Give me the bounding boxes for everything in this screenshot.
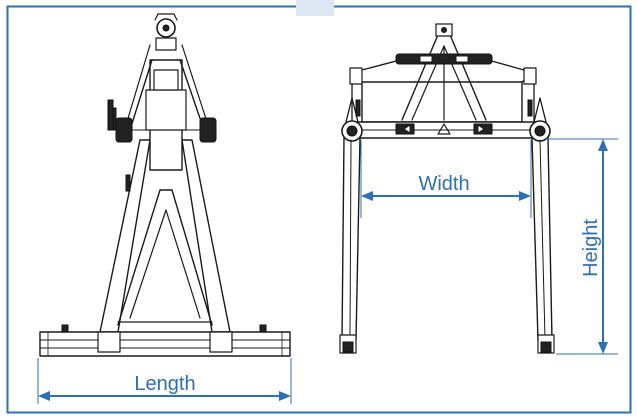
- side-view: [39, 13, 291, 357]
- width-label: Width: [418, 173, 469, 195]
- height-label: Height: [580, 219, 602, 277]
- length-label: Length: [134, 373, 195, 395]
- upper-frame: [361, 81, 523, 123]
- length-dimension: Length: [37, 358, 292, 404]
- top-tab: [296, 0, 334, 16]
- a-frame-inner-v: [117, 189, 213, 326]
- width-dimension: Width: [360, 140, 532, 218]
- left-cylinder: [115, 117, 133, 143]
- base-beam: [39, 331, 291, 357]
- front-view: [339, 23, 555, 354]
- height-dimension: Height: [546, 138, 618, 355]
- top-cylinder: [395, 53, 493, 65]
